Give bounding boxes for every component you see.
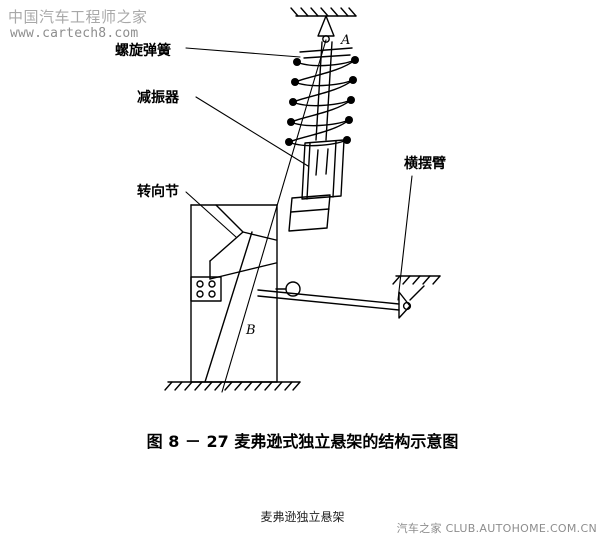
steering-knuckle-body — [209, 231, 277, 280]
site-footer-watermark: 汽车之家 CLUB.AUTOHOME.COM.CN — [396, 522, 597, 535]
leader-steering-knuckle — [185, 191, 237, 238]
strut-axis-line — [221, 39, 327, 393]
leader-transverse-arm — [397, 175, 413, 301]
knuckle-bracket — [190, 276, 222, 302]
figure-subcaption: 麦弗逊独立悬架 — [260, 510, 345, 524]
label-shock-absorber: 减振器 — [137, 90, 179, 106]
strut-lower-tube — [288, 194, 331, 232]
arm-chassis-pivot — [398, 285, 425, 319]
wheel-diagonal — [204, 231, 253, 383]
figure-caption: 图 8 － 27 麦弗逊式独立悬架的结构示意图 — [146, 432, 459, 451]
damper-body — [301, 139, 345, 200]
leader-coil-spring — [185, 47, 301, 58]
wheel-outline — [190, 204, 278, 383]
label-point-b: B — [246, 323, 256, 338]
ground-line — [164, 381, 301, 391]
leader-shock-absorber — [195, 96, 309, 167]
top-pivot — [317, 15, 335, 43]
site-url-watermark: www.cartech8.com — [10, 26, 139, 41]
top-mount-hatching — [290, 7, 357, 17]
label-point-a: A — [341, 33, 351, 48]
label-coil-spring: 螺旋弹簧 — [115, 43, 171, 59]
coil-spring-body — [288, 59, 356, 147]
label-steering-knuckle: 转向节 — [137, 184, 179, 200]
site-logo-watermark: 中国汽车工程师之家 — [8, 8, 148, 26]
chassis-mount-hatching — [392, 275, 441, 285]
lower-control-arm — [257, 281, 400, 311]
spring-seat-upper — [299, 47, 353, 59]
label-transverse-arm: 横摆臂 — [404, 156, 446, 172]
